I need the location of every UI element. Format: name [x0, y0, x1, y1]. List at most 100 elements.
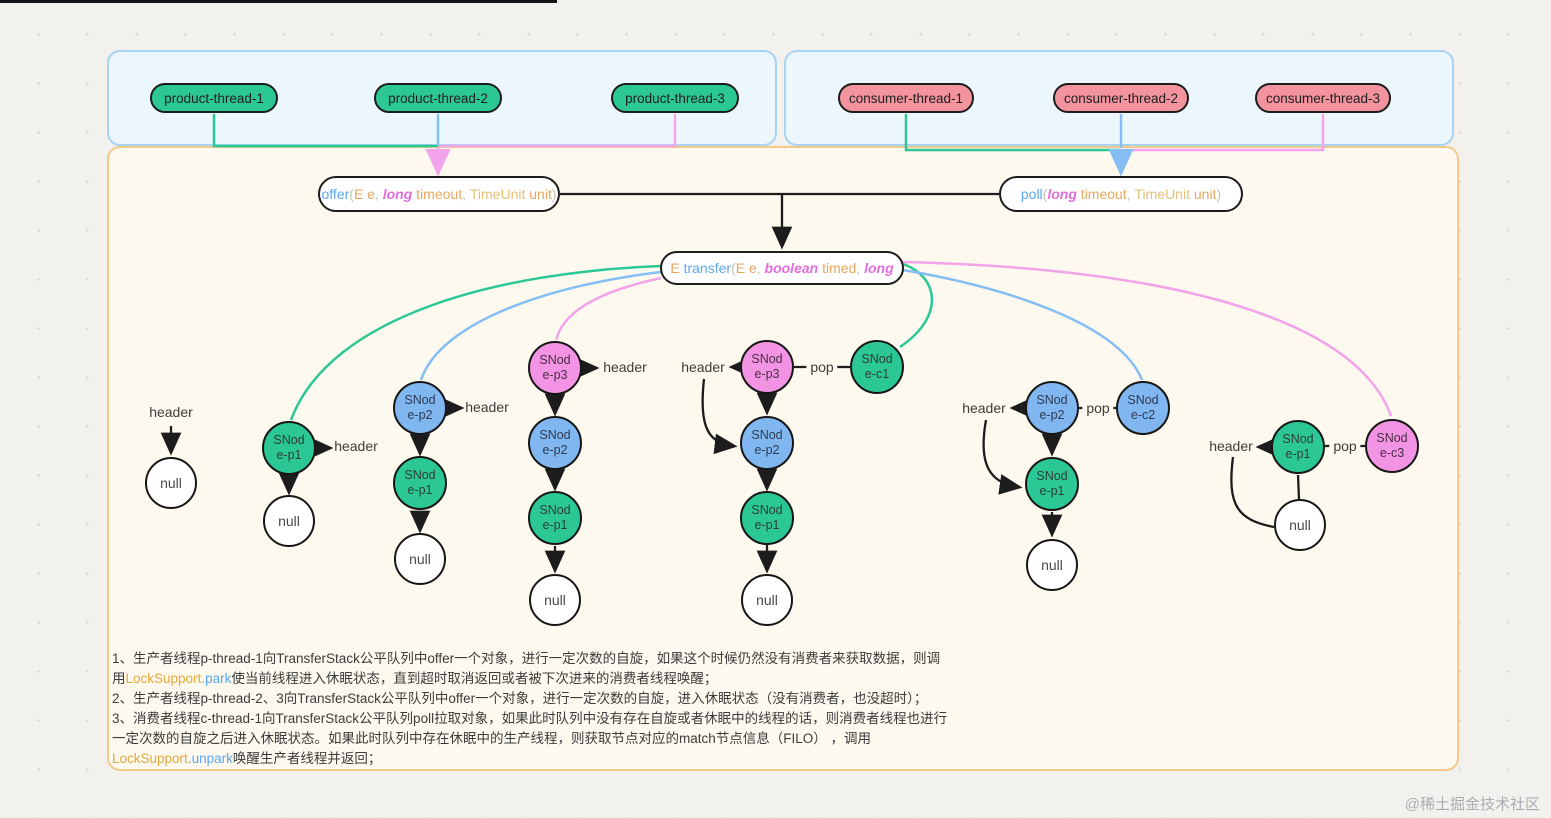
top-strip: [0, 0, 557, 3]
edge-transfer-to-c3: [902, 260, 1393, 417]
snode-label-line: e-p1: [1285, 447, 1311, 461]
snode-label-line: e-c2: [1130, 408, 1156, 422]
notes-token: 3、消费者线程c-thread-1向TransferStack公平队列poll拉…: [112, 711, 948, 726]
notes-token-ls: LockSupport: [112, 751, 188, 766]
edge-transfer-to-p1: [289, 264, 662, 421]
edge-consumer3: [1122, 114, 1325, 152]
poll-method-box: poll(long timeout, TimeUnit unit): [999, 176, 1243, 212]
snode-label-line: e-p1: [542, 518, 568, 532]
offer-sig-token: unit: [525, 186, 552, 202]
consumer-thread-pill-3: consumer-thread-3: [1255, 83, 1391, 113]
snode-label-line: SNod: [861, 352, 893, 366]
null-node: null: [529, 574, 581, 626]
offer-sig-token: long: [382, 186, 413, 202]
poll-sig-token: unit: [1189, 186, 1217, 202]
pop-label: pop: [806, 359, 838, 375]
consumer-thread-pill-1: consumer-thread-1: [838, 83, 974, 113]
notes-token: 2、生产者线程p-thread-2、3向TransferStack公平队列中of…: [112, 691, 928, 706]
header-label: header: [603, 359, 647, 375]
consumer-thread-pill-2: consumer-thread-2: [1053, 83, 1189, 113]
edge-transfer-to-p3: [554, 276, 662, 341]
pop-label: pop: [1329, 438, 1361, 454]
notes-line-5: 一定次数的自旋之后进入休眠状态。如果此时队列中存在休眠中的生产线程，则获取节点对…: [112, 729, 947, 749]
offer-sig-token: timeout: [412, 186, 463, 202]
notes-token: 使当前线程进入休眠状态，直到超时取消返回或者被下次进来的消费者线程唤醒；: [231, 671, 718, 686]
edge-transfer-to-c2: [902, 268, 1144, 381]
notes-token: 一定次数的自旋之后进入休眠状态。如果此时队列中存在休眠中的生产线程，则获取节点对…: [112, 731, 872, 746]
null-node: null: [394, 533, 446, 585]
snode-label-line: SNod: [751, 428, 783, 442]
notes-token-park: .unpark: [187, 751, 233, 766]
snode-label-line: e-p3: [542, 368, 568, 382]
snode-label-line: e-p1: [1039, 484, 1065, 498]
snode-label-line: SNod: [1036, 393, 1068, 407]
snode-label-line: SNod: [539, 503, 571, 517]
poll-sig-token: poll: [1020, 186, 1043, 202]
transfer-sig-token: timed: [818, 260, 857, 276]
transfer-sig-token: E e: [735, 260, 757, 276]
header-label: header: [1209, 438, 1253, 454]
null-node: null: [741, 574, 793, 626]
null-node: null: [263, 495, 315, 547]
offer-sig-token: E e: [353, 186, 375, 202]
transfer-sig-token: boolean: [764, 260, 819, 276]
offer-sig-token: ,: [462, 186, 470, 202]
header-label: header: [149, 404, 193, 420]
notes-line-4: 3、消费者线程c-thread-1向TransferStack公平队列poll拉…: [112, 709, 947, 729]
notes-token-park: .park: [201, 671, 232, 686]
snode-label-line: e-p1: [407, 483, 433, 497]
producer-thread-pill-3: product-thread-3: [611, 83, 739, 113]
header-label: header: [465, 399, 509, 415]
notes-line-2: 用LockSupport.park使当前线程进入休眠状态，直到超时取消返回或者被…: [112, 669, 947, 689]
notes-token-ls: LockSupport: [125, 671, 202, 686]
edge-producer3: [439, 114, 677, 148]
snode-label-line: SNod: [404, 468, 436, 482]
poll-sig-token: ,: [1126, 186, 1135, 202]
snode-label-line: SNod: [751, 352, 783, 366]
offer-sig-token: (: [349, 186, 354, 202]
edge-consumer1: [904, 114, 1120, 152]
snode-label-line: SNod: [1376, 431, 1408, 445]
poll-sig-token: timeout: [1076, 186, 1127, 202]
edge-header-to-p2: [701, 378, 738, 455]
snode-label-line: SNod: [1282, 432, 1314, 446]
edge-header-to-p1: [982, 419, 1023, 495]
snode-label-line: e-p1: [754, 518, 780, 532]
snode-label-line: SNod: [1127, 393, 1159, 407]
transfer-sig-token: ,: [856, 260, 865, 276]
snode-label-line: e-c1: [864, 367, 890, 381]
offer-sig-token: TimeUnit: [469, 186, 526, 202]
edge-p1-null-line: [1296, 474, 1301, 500]
snode-label-line: SNod: [539, 428, 571, 442]
notes-line-3: 2、生产者线程p-thread-2、3向TransferStack公平队列中of…: [112, 689, 947, 709]
edge-transfer-to-p2: [419, 270, 662, 381]
notes-token: 唤醒生产者线程并返回；: [232, 751, 382, 766]
watermark: @稀土掘金技术社区: [1404, 796, 1540, 813]
header-label: header: [962, 400, 1006, 416]
null-node: null: [1274, 499, 1326, 551]
producer-thread-pill-1: product-thread-1: [150, 83, 278, 113]
offer-sig-token: ,: [374, 186, 383, 202]
snode-label-line: SNod: [539, 353, 571, 367]
offer-sig-token: offer: [321, 186, 350, 202]
edge-producer1: [212, 114, 438, 148]
notes-line-1: 1、生产者线程p-thread-1向TransferStack公平队列中offe…: [112, 649, 947, 669]
producer-thread-pill-2: product-thread-2: [374, 83, 502, 113]
transfer-method-box: E transfer(E e, boolean timed, long: [660, 251, 904, 285]
snode-label-line: SNod: [751, 503, 783, 517]
snode-label-line: SNod: [1036, 469, 1068, 483]
